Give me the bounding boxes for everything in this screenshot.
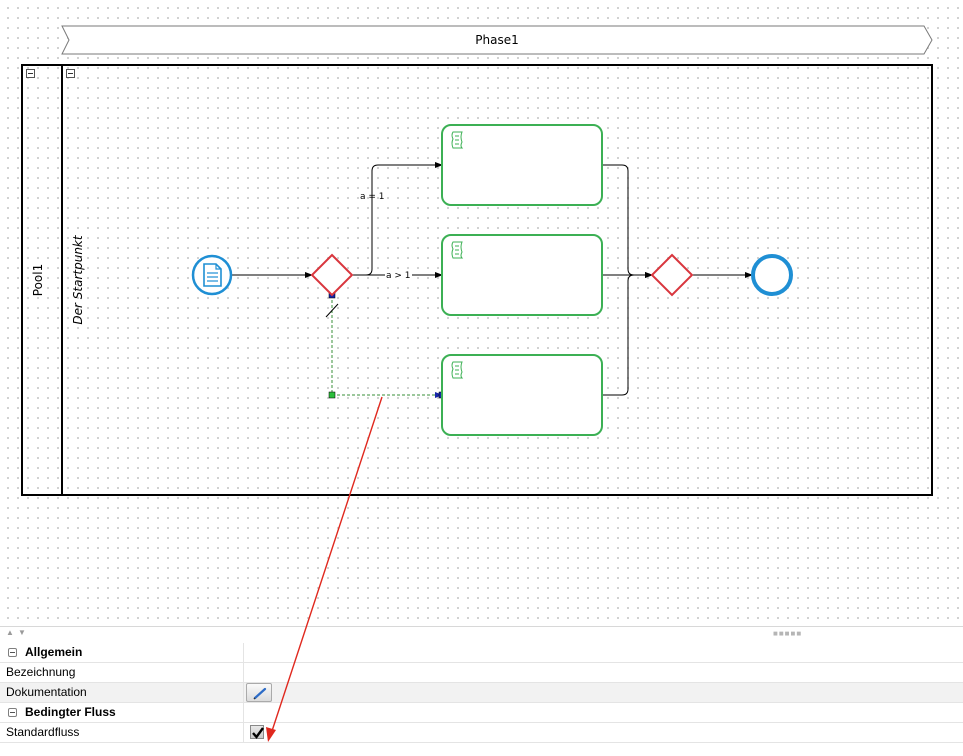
property-label: Standardfluss (0, 723, 244, 743)
lane-collapse-icon[interactable] (66, 69, 75, 78)
bpmn-diagram (21, 25, 933, 496)
flow-task-lower-to-join[interactable] (602, 274, 652, 396)
expand-down-icon[interactable]: ▼ (18, 628, 26, 637)
task-middle[interactable] (441, 234, 603, 316)
diagram-canvas[interactable]: Phase1 Pool1 Der Startpunkt a = 1 a > 1 (0, 0, 963, 626)
phase-header[interactable] (61, 25, 933, 55)
condition-label-middle: a > 1 (385, 271, 412, 281)
property-row-bezeichnung[interactable]: Bezeichnung (0, 663, 963, 683)
task-upper[interactable] (441, 124, 603, 206)
standardfluss-checkbox[interactable] (250, 725, 264, 739)
lane-label: Der Startpunkt (71, 235, 85, 325)
start-event[interactable] (191, 254, 233, 296)
checkmark-icon (252, 727, 264, 739)
edit-documentation-button[interactable] (246, 683, 272, 702)
condition-label-upper: a = 1 (360, 192, 385, 202)
pool-collapse-icon[interactable] (26, 69, 35, 78)
property-label: Dokumentation (0, 683, 244, 703)
resize-grip-icon[interactable]: ■■■■■ (773, 629, 803, 638)
phase-label: Phase1 (475, 33, 519, 47)
property-row-dokumentation[interactable]: Dokumentation (0, 683, 963, 703)
section-bedingter-fluss[interactable]: Bedingter Fluss (0, 703, 963, 723)
collapse-section-icon[interactable] (8, 708, 17, 717)
selection-handle-bend[interactable] (328, 391, 336, 399)
pool-label: Pool1 (31, 263, 45, 297)
flow-gateway-to-task-upper[interactable] (352, 162, 443, 276)
property-row-standardfluss[interactable]: Standardfluss (0, 723, 963, 743)
property-label: Bezeichnung (0, 663, 244, 683)
edit-pencil-icon (253, 687, 267, 700)
script-icon (451, 131, 464, 149)
document-icon (203, 263, 222, 287)
selected-default-flow[interactable] (325, 291, 446, 399)
exclusive-gateway-split[interactable] (310, 253, 354, 297)
task-lower[interactable] (441, 354, 603, 436)
script-icon (451, 241, 464, 259)
script-icon (451, 361, 464, 379)
bezeichnung-value[interactable] (245, 663, 963, 683)
properties-toolbar: ▲ ▼ ■■■■■ (0, 627, 963, 643)
pool-frame[interactable] (21, 64, 933, 496)
sequence-flows (232, 162, 753, 396)
exclusive-gateway-join[interactable] (650, 253, 694, 297)
section-allgemein[interactable]: Allgemein (0, 643, 963, 663)
section-title: Bedingter Fluss (25, 705, 116, 719)
default-flow-marker (325, 303, 339, 318)
section-title: Allgemein (25, 645, 83, 659)
end-event[interactable] (751, 254, 793, 296)
collapse-section-icon[interactable] (8, 648, 17, 657)
collapse-up-icon[interactable]: ▲ (6, 628, 14, 637)
properties-panel: ▲ ▼ ■■■■■ Allgemein Bezeichnung Dokument… (0, 626, 963, 756)
flow-task-upper-to-join[interactable] (602, 164, 653, 278)
